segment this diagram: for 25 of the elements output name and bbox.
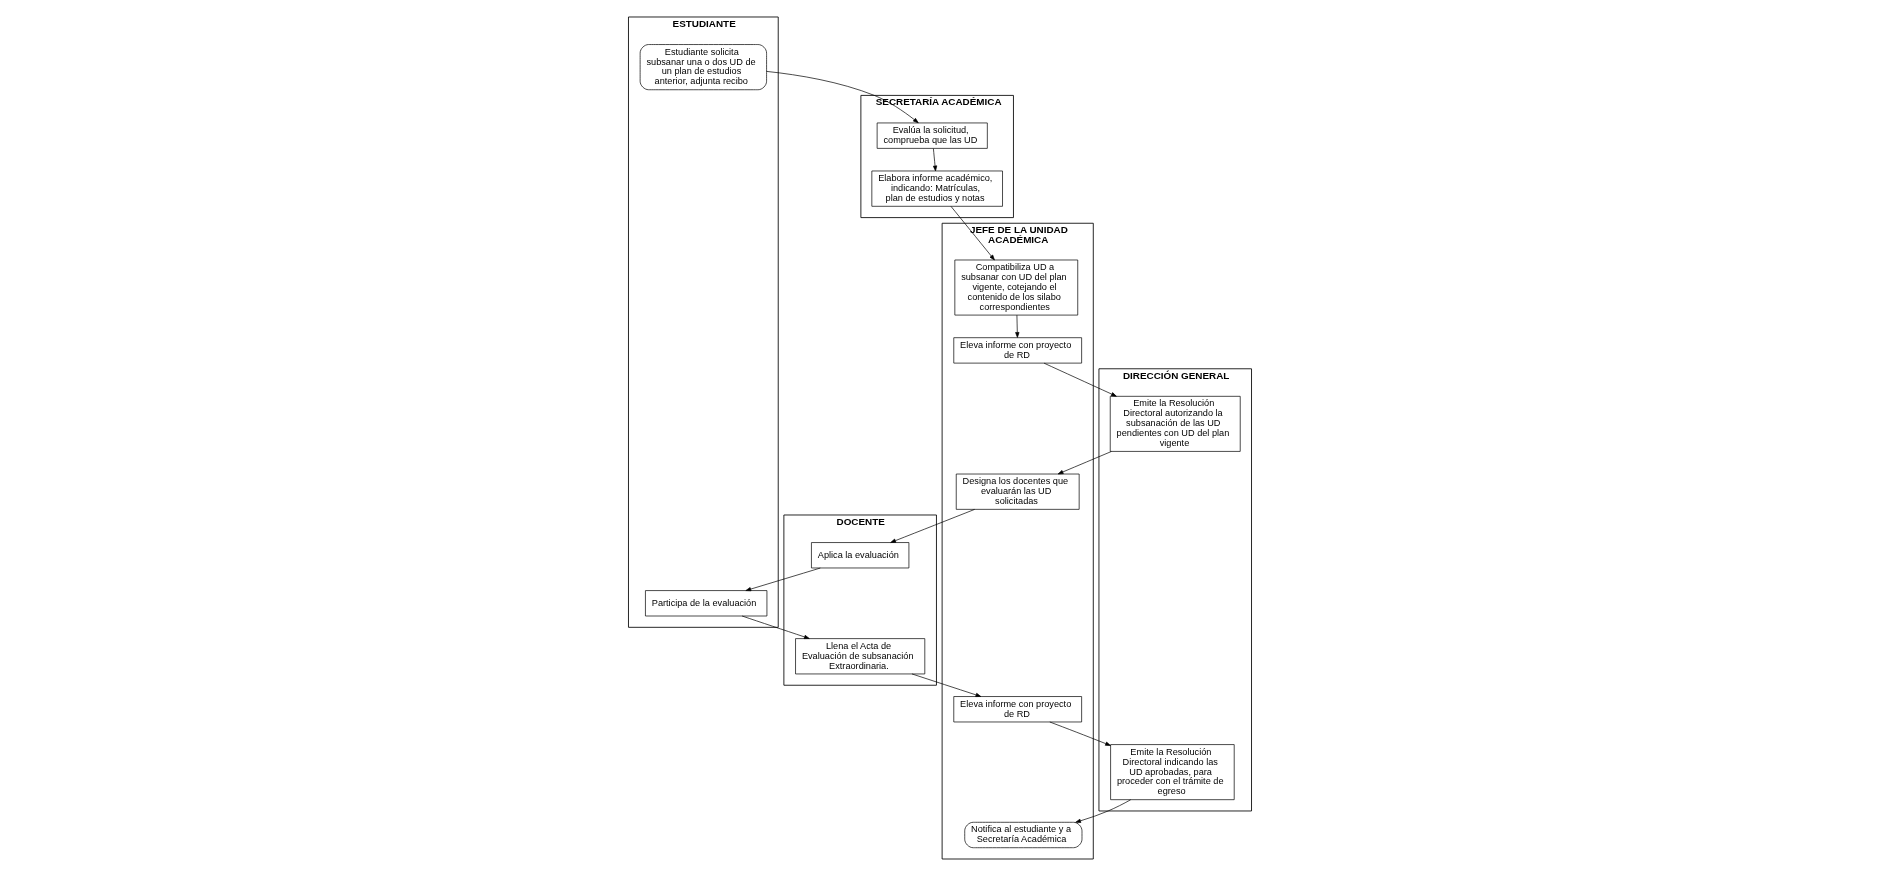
arrow (765, 71, 919, 124)
node-box: Participa de la evaluación (644, 590, 767, 617)
arrow (745, 567, 821, 592)
node-box: Elabora informe académico, indicando: Matrículas, plan de estudios y notas (870, 170, 1003, 207)
arrow (741, 615, 810, 639)
arrow (950, 205, 995, 261)
arrow (1074, 799, 1131, 823)
arrow (889, 509, 975, 543)
arrow (1014, 314, 1019, 338)
arrow (1043, 362, 1117, 397)
node-box: Evalúa la solicitud, comprueba que las UD (876, 122, 988, 149)
node-box: Estudiante solicita subsanar una o dos UD de un plan de estudios anterior, adjunta recibo (639, 44, 767, 91)
node-box: Designa los docentes que evaluarán las UD solicitadas (955, 473, 1079, 510)
arrow (932, 148, 937, 172)
node-box: Llena el Acta de Evaluación de subsanación Extraordinaria. (794, 638, 925, 675)
node-box: Emite la Resolución Directoral indicando las UD aprobadas, para proceder con el trámite de egreso (1109, 744, 1235, 801)
arrow (1048, 721, 1111, 746)
node-box: Aplica la evaluación (810, 542, 909, 569)
arrow (911, 673, 981, 697)
node-box: Eleva informe con proyecto de RD (952, 337, 1082, 364)
node-box: Eleva informe con proyecto de RD (952, 696, 1082, 723)
node-box: Compatibiliza UD a subsanar con UD del plan vigente, cotejando el contenido de los silabo correspondientes (953, 259, 1078, 316)
arrow (1057, 451, 1112, 475)
node-box: Notifica al estudiante y a Secretaría Académica (963, 821, 1082, 849)
node-box: Emite la Resolución Directoral autorizando la subsanación de las UD pendientes con UD del plan vigente (1109, 395, 1241, 452)
